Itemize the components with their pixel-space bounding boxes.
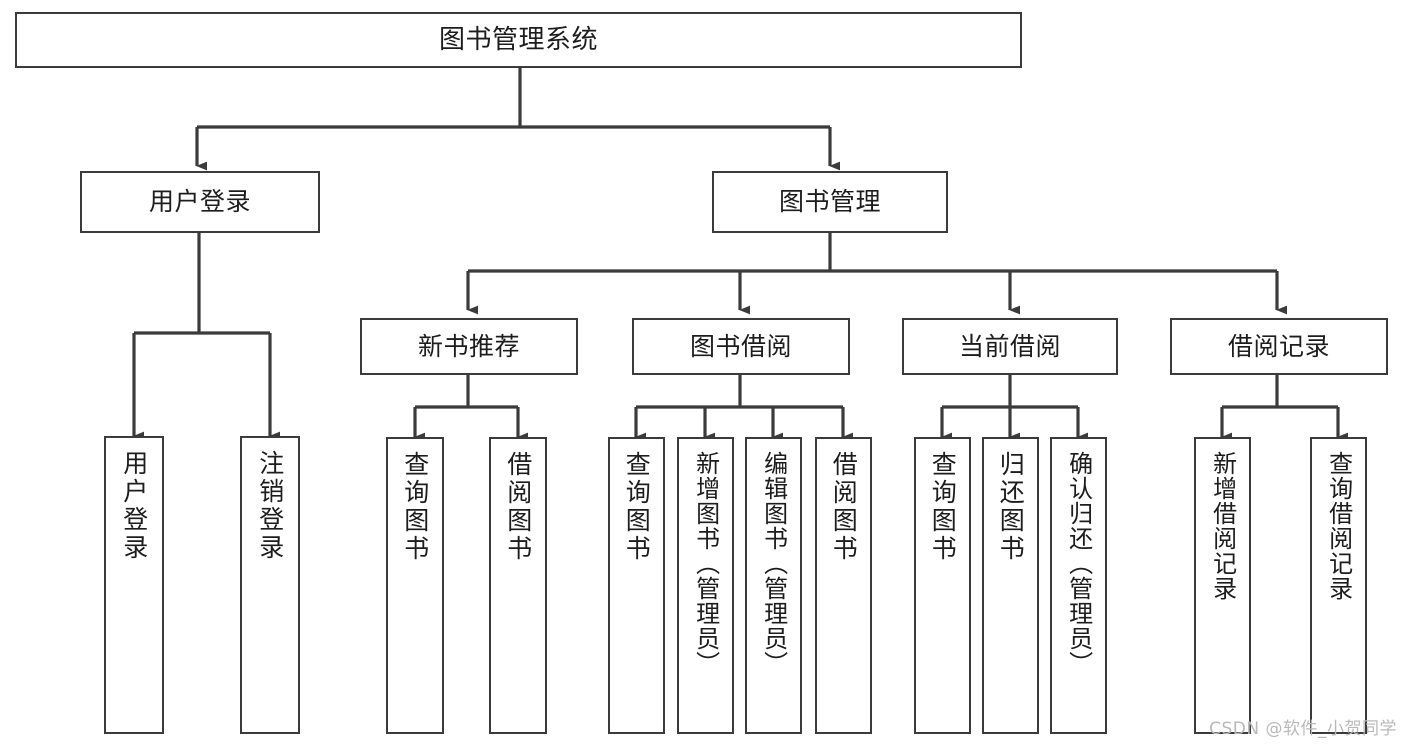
node-new-book-recommend[interactable]: 新书推荐 — [360, 318, 578, 375]
leaf-book-borrow-edit[interactable]: 编辑图书（管理员） — [745, 437, 802, 734]
leaf-user-login-signin-label: 用户登录 — [119, 450, 149, 562]
leaf-new-book-query-label: 查询图书 — [400, 451, 430, 563]
node-current-borrow-label: 当前借阅 — [958, 331, 1061, 361]
leaf-book-borrow-query-label: 查询图书 — [622, 451, 652, 563]
csdn-watermark: CSDN @软件_小贺同学 — [1209, 719, 1397, 739]
leaf-new-book-borrow-label: 借阅图书 — [503, 451, 533, 563]
leaf-current-borrow-return-label: 归还图书 — [996, 451, 1026, 563]
node-book-management[interactable]: 图书管理 — [712, 171, 948, 233]
leaf-current-borrow-confirm-return-label: 确认归还（管理员） — [1064, 451, 1093, 676]
leaf-book-borrow-lend[interactable]: 借阅图书 — [815, 437, 872, 734]
node-borrow-record[interactable]: 借阅记录 — [1170, 318, 1388, 375]
node-current-borrow[interactable]: 当前借阅 — [902, 318, 1118, 375]
node-user-login[interactable]: 用户登录 — [80, 171, 320, 233]
leaf-user-login-signout[interactable]: 注销登录 — [240, 436, 300, 734]
node-root-system-label: 图书管理系统 — [438, 24, 598, 55]
node-book-management-label: 图书管理 — [778, 187, 881, 217]
leaf-user-login-signout-label: 注销登录 — [255, 450, 285, 562]
leaf-current-borrow-confirm-return[interactable]: 确认归还（管理员） — [1050, 437, 1107, 734]
node-new-book-recommend-label: 新书推荐 — [417, 331, 520, 361]
leaf-current-borrow-query-label: 查询图书 — [928, 451, 958, 563]
leaf-book-borrow-edit-label: 编辑图书（管理员） — [759, 451, 788, 676]
leaf-borrow-record-add[interactable]: 新增借阅记录 — [1194, 437, 1251, 734]
leaf-borrow-record-query[interactable]: 查询借阅记录 — [1310, 437, 1367, 734]
leaf-book-borrow-add-label: 新增图书（管理员） — [691, 451, 720, 676]
leaf-new-book-query[interactable]: 查询图书 — [386, 437, 444, 734]
leaf-book-borrow-add[interactable]: 新增图书（管理员） — [677, 437, 734, 734]
leaf-borrow-record-query-label: 查询借阅记录 — [1324, 451, 1353, 601]
node-borrow-record-label: 借阅记录 — [1227, 331, 1330, 361]
leaf-current-borrow-return[interactable]: 归还图书 — [982, 437, 1039, 734]
leaf-book-borrow-query[interactable]: 查询图书 — [608, 437, 665, 734]
leaf-book-borrow-lend-label: 借阅图书 — [829, 451, 859, 563]
node-root-system[interactable]: 图书管理系统 — [15, 12, 1022, 68]
leaf-user-login-signin[interactable]: 用户登录 — [104, 436, 164, 734]
leaf-current-borrow-query[interactable]: 查询图书 — [914, 437, 971, 734]
leaf-borrow-record-add-label: 新增借阅记录 — [1208, 451, 1237, 601]
leaf-new-book-borrow[interactable]: 借阅图书 — [489, 437, 547, 734]
node-book-borrow-label: 图书借阅 — [689, 331, 792, 361]
node-book-borrow[interactable]: 图书借阅 — [632, 318, 850, 375]
node-user-login-label: 用户登录 — [148, 187, 251, 217]
